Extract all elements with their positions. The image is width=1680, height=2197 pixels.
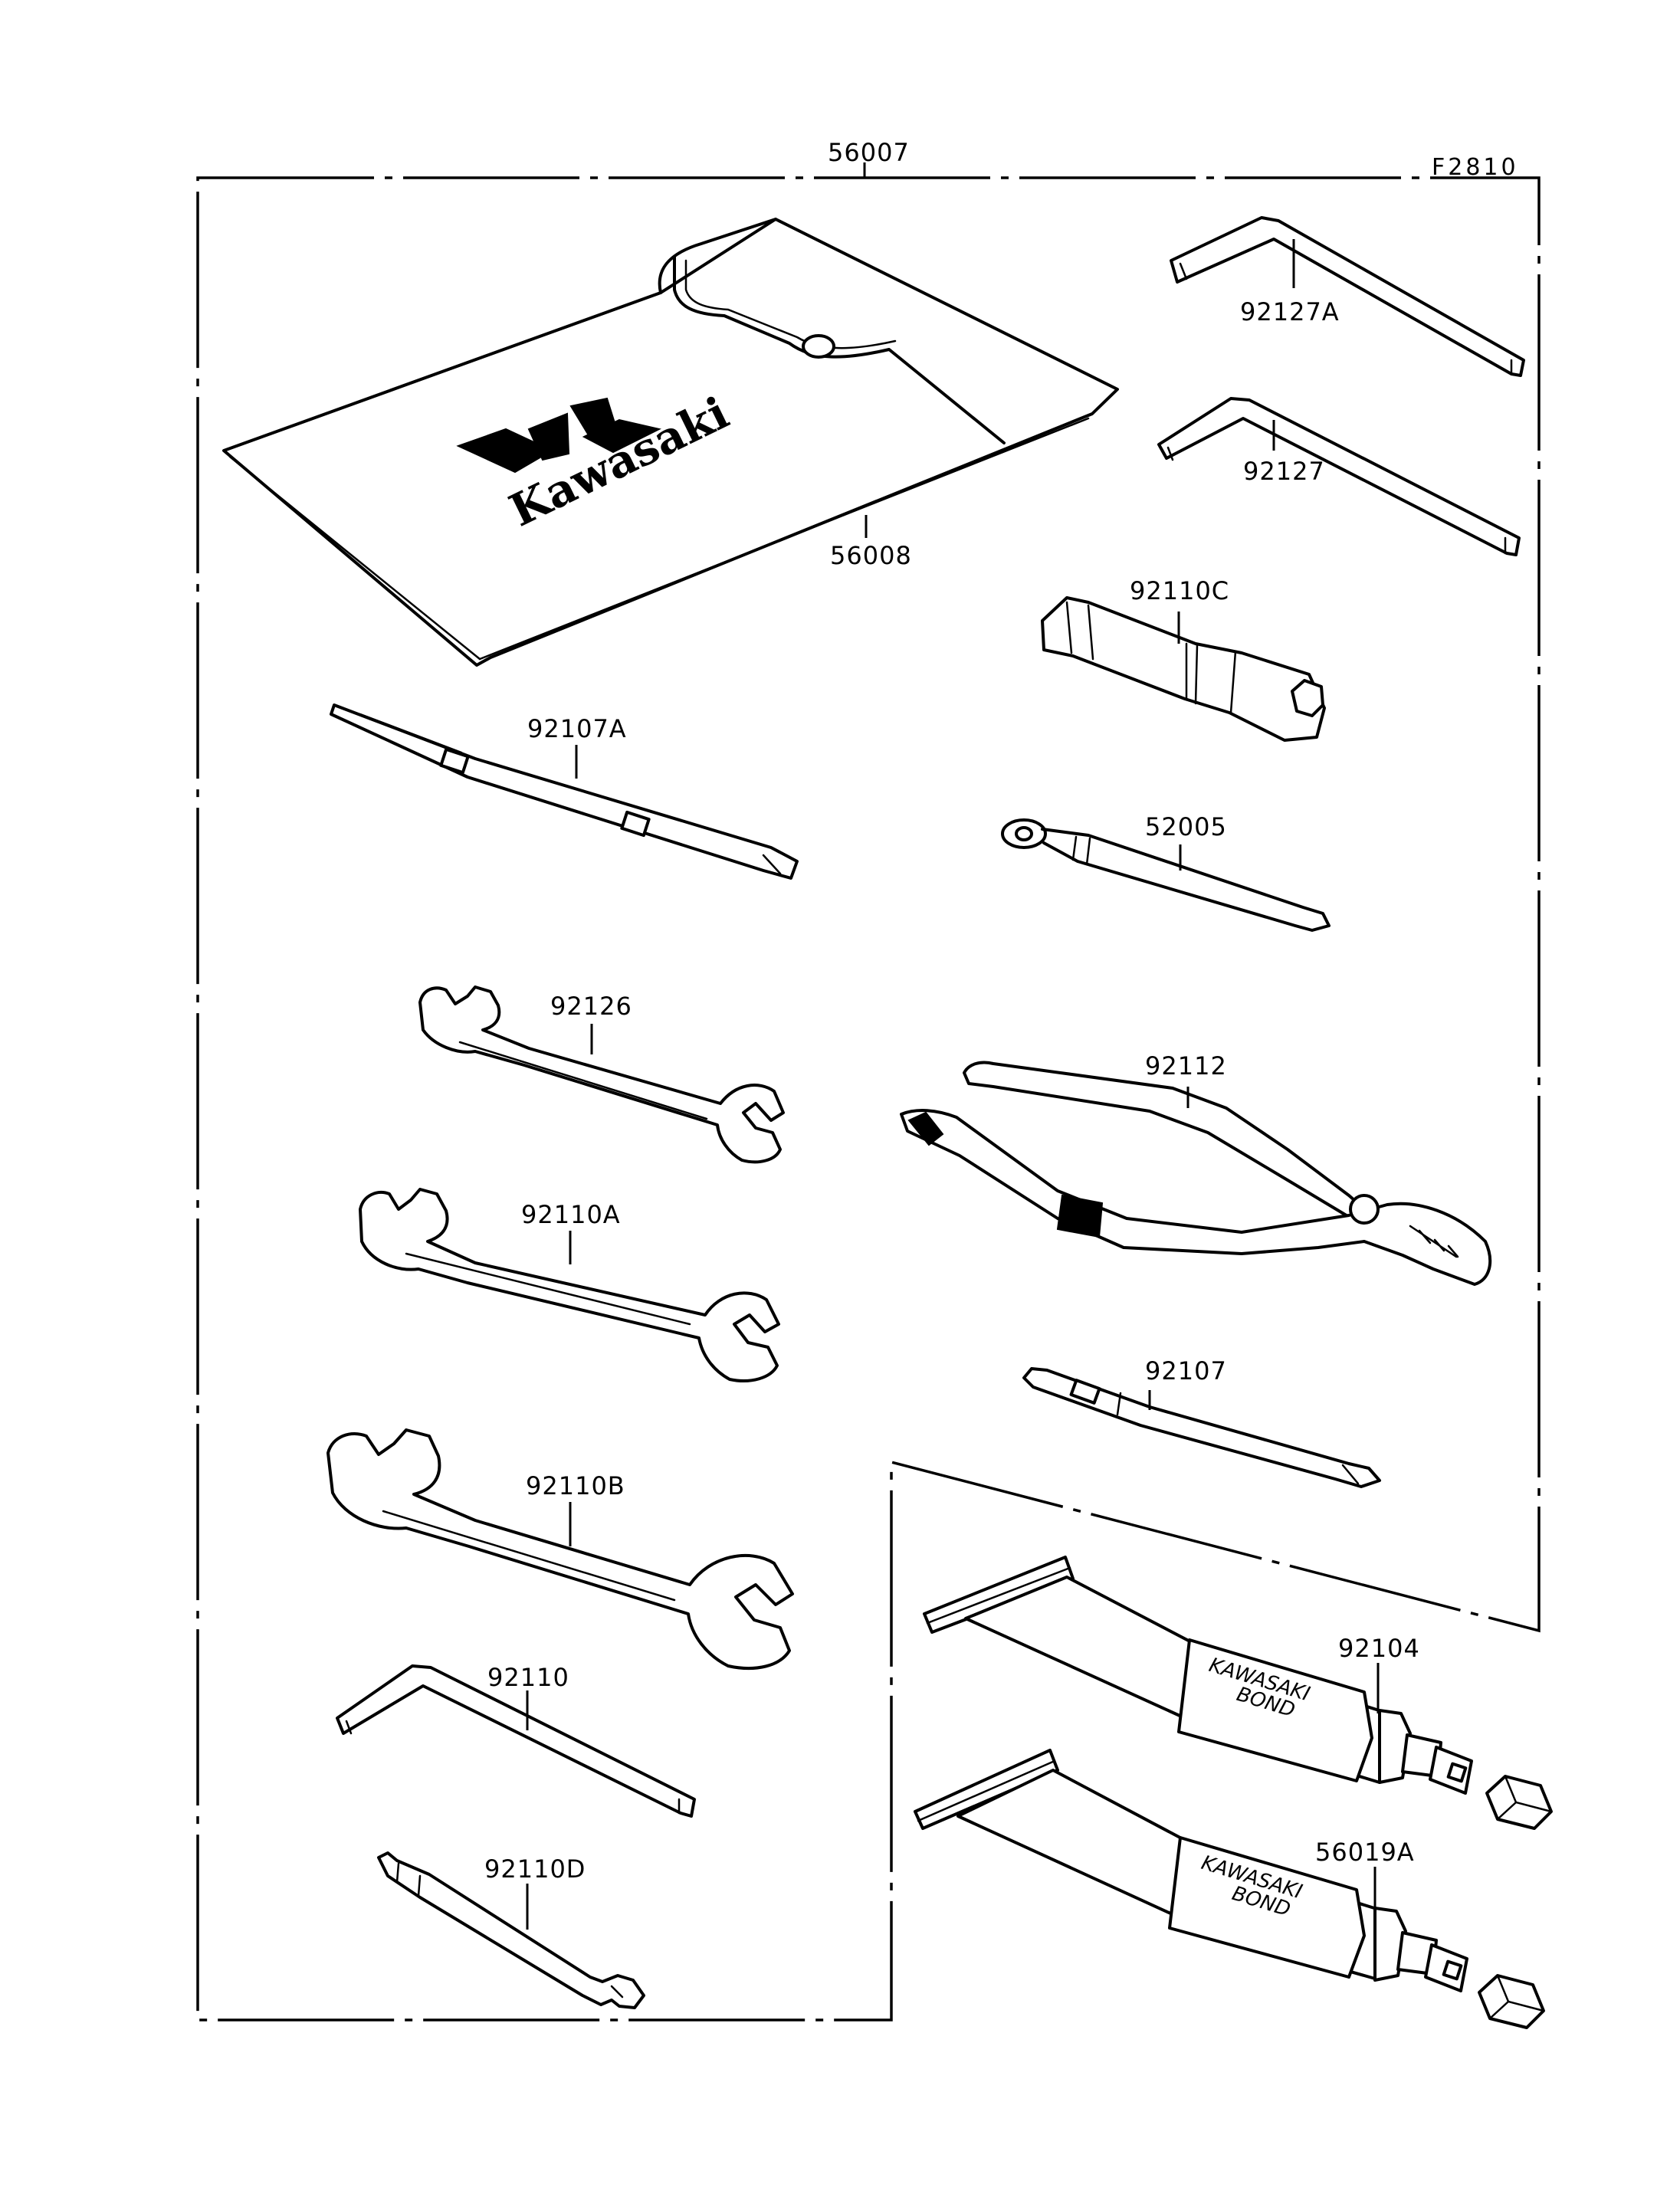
part-label-92107: 92107 bbox=[1145, 1356, 1227, 1385]
diagram-code: F2810 bbox=[1432, 154, 1519, 181]
spark-plug-wrench bbox=[1041, 596, 1326, 742]
part-label-92127A: 92127A bbox=[1240, 297, 1340, 326]
screwdriver-handle bbox=[1001, 818, 1331, 932]
part-label-92112: 92112 bbox=[1145, 1051, 1227, 1080]
cap-92104 bbox=[1485, 1775, 1553, 1830]
part-label-92110C: 92110C bbox=[1130, 576, 1229, 605]
part-label-92126: 92126 bbox=[550, 992, 632, 1021]
part-label-92110A: 92110A bbox=[521, 1200, 621, 1229]
part-label-56008: 56008 bbox=[830, 541, 912, 570]
part-label-92104: 92104 bbox=[1338, 1634, 1420, 1663]
bond-tube-92104: KAWASAKI BOND bbox=[923, 1556, 1553, 1830]
pliers bbox=[900, 1061, 1492, 1286]
bond-tube-56019A: KAWASAKI BOND bbox=[914, 1749, 1545, 2029]
tool-bag: Kawasaki bbox=[222, 218, 1119, 667]
part-label-92110B: 92110B bbox=[526, 1471, 625, 1500]
kit-number-label: 56007 bbox=[828, 138, 910, 167]
part-label-92110D: 92110D bbox=[484, 1854, 586, 1884]
spoke-wrench bbox=[377, 1851, 645, 2009]
part-label-92107A: 92107A bbox=[527, 714, 627, 743]
screwdriver bbox=[1022, 1367, 1381, 1488]
kawasaki-logo: Kawasaki bbox=[456, 386, 737, 537]
part-label-56019A: 56019A bbox=[1315, 1838, 1415, 1867]
screwdriver-blade bbox=[330, 703, 799, 880]
brand-wordmark: Kawasaki bbox=[501, 386, 737, 536]
part-label-92110: 92110 bbox=[487, 1663, 569, 1692]
hex-key-large bbox=[1170, 216, 1525, 377]
hex-key-l bbox=[336, 1664, 696, 1818]
part-label-52005: 52005 bbox=[1145, 812, 1227, 841]
open-end-wrench-medium bbox=[359, 1188, 780, 1382]
hex-key bbox=[1157, 397, 1521, 556]
open-end-wrench-large bbox=[326, 1428, 794, 1670]
kit-frame bbox=[196, 162, 1541, 2022]
part-label-92127: 92127 bbox=[1243, 457, 1325, 486]
open-end-wrench-small bbox=[418, 985, 785, 1164]
cap-56019A bbox=[1478, 1974, 1545, 2029]
